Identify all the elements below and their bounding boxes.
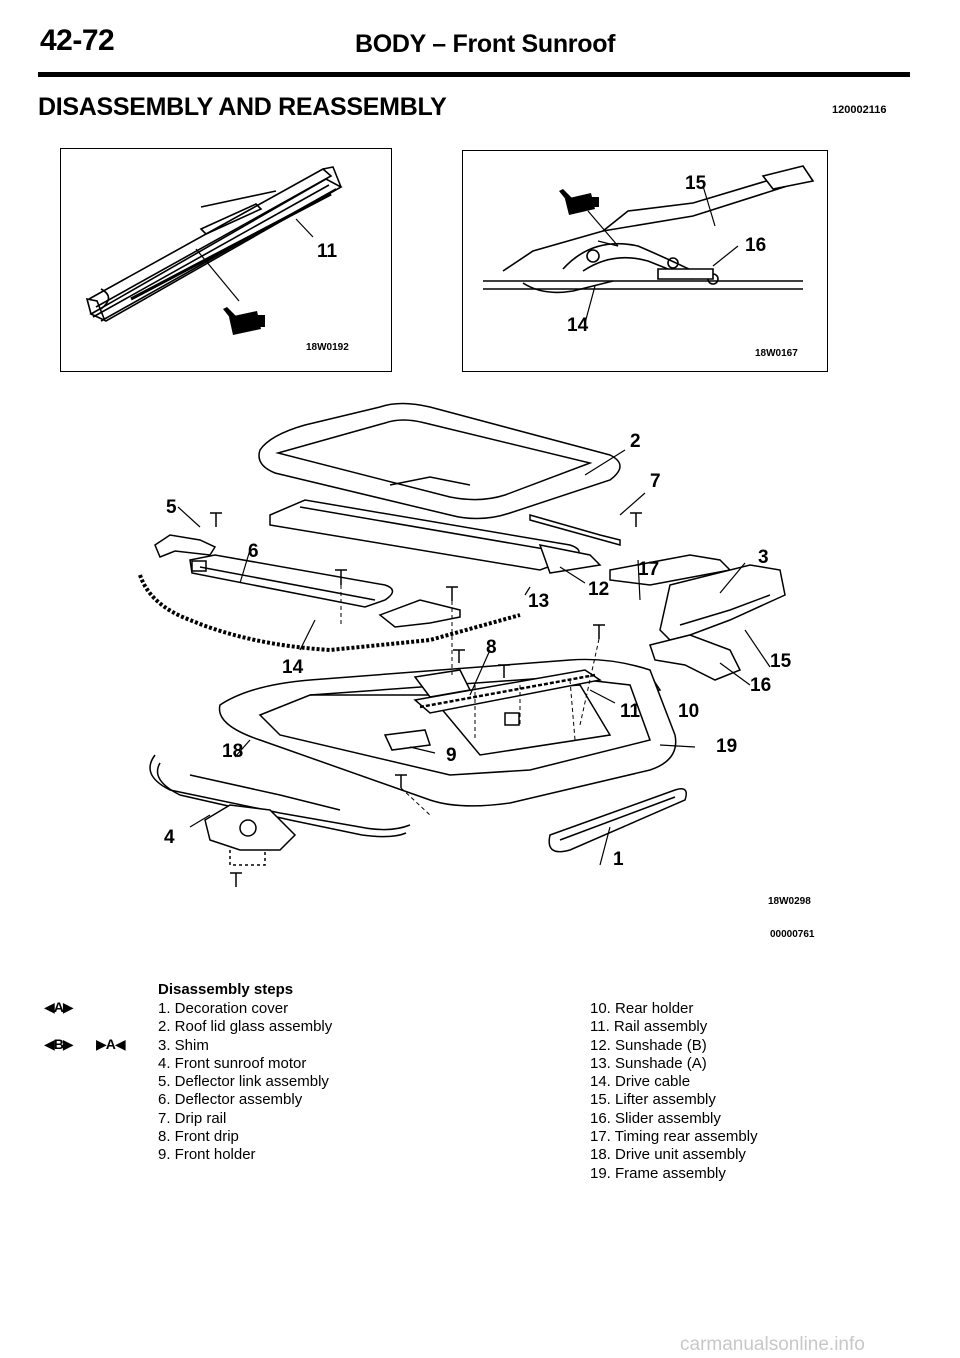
- callout-7: 7: [650, 471, 661, 492]
- figure-rail-assembly: 11: [60, 148, 392, 372]
- step-item: 14. Drive cable: [590, 1073, 691, 1091]
- callout-5: 5: [166, 497, 177, 518]
- callout-18: 18: [222, 741, 243, 762]
- service-marker-b: ◀B▶: [44, 1036, 74, 1052]
- document-code: 120002116: [832, 104, 887, 116]
- callout-11: 11: [317, 241, 338, 262]
- step-item: 7. Drip rail: [158, 1109, 227, 1127]
- callout-6: 6: [248, 541, 259, 562]
- figure-code-2: 18W0167: [755, 348, 798, 359]
- callout-10: 10: [678, 701, 699, 722]
- header-title: BODY – Front Sunroof: [355, 30, 616, 58]
- step-item: 16. Slider assembly: [590, 1109, 721, 1127]
- grease-icon: [223, 307, 265, 335]
- callout-11: 11: [620, 701, 641, 722]
- steps-list-left: 1. Decoration cover 2. Roof lid glass as…: [158, 1000, 332, 1165]
- callout-16: 16: [745, 235, 766, 256]
- callout-8: 8: [486, 637, 497, 658]
- callout-2: 2: [630, 431, 641, 452]
- figure-code-1: 18W0192: [306, 342, 349, 353]
- step-item: 13. Sunshade (A): [590, 1054, 707, 1072]
- lifter-slider-drawing: 15 16 14: [483, 165, 815, 336]
- callout-14: 14: [282, 657, 304, 678]
- step-item: 5. Deflector link assembly: [158, 1073, 329, 1091]
- step-item: 1. Decoration cover: [158, 1000, 289, 1017]
- callout-4: 4: [164, 827, 175, 848]
- page-number: 42-72: [40, 24, 115, 57]
- callout-12: 12: [588, 579, 609, 600]
- callout-9: 9: [446, 745, 457, 766]
- step-item: 12. Sunshade (B): [590, 1036, 707, 1054]
- step-item: 8. Front drip: [158, 1128, 239, 1146]
- callout-16: 16: [750, 675, 771, 696]
- step-item: 18. Drive unit assembly: [590, 1146, 746, 1164]
- figure-reference-code: 00000761: [770, 929, 815, 940]
- figure-lifter-slider: 15 16 14: [462, 150, 828, 372]
- step-item: 2. Roof lid glass assembly: [158, 1018, 333, 1036]
- callout-15: 15: [770, 651, 792, 672]
- step-item: 6. Deflector assembly: [158, 1091, 303, 1109]
- callout-1: 1: [613, 849, 624, 870]
- callout-13: 13: [528, 591, 549, 612]
- steps-list-right: 10. Rear holder 11. Rail assembly 12. Su…: [590, 1000, 758, 1183]
- step-item: 3. Shim: [158, 1036, 209, 1054]
- figure-code-3: 18W0298: [768, 896, 811, 907]
- service-marker-a-reassembly: ▶A◀: [96, 1036, 126, 1052]
- step-item: 10. Rear holder: [590, 1000, 694, 1017]
- figure-exploded-view: 2 7 5 6 3 17 12 13 8 14 15 16 11 10 18 9…: [130, 395, 820, 895]
- step-item: 9. Front holder: [158, 1146, 256, 1164]
- rail-assembly-drawing: 11: [85, 166, 343, 335]
- section-title: DISASSEMBLY AND REASSEMBLY: [38, 93, 447, 121]
- grease-icon: [559, 189, 599, 215]
- callout-14: 14: [567, 315, 589, 336]
- header-rule: [38, 72, 910, 77]
- step-item: 11. Rail assembly: [590, 1018, 708, 1036]
- steps-title: Disassembly steps: [158, 981, 294, 998]
- exploded-view-drawing: 2 7 5 6 3 17 12 13 8 14 15 16 11 10 18 9…: [138, 402, 792, 887]
- step-item: 4. Front sunroof motor: [158, 1054, 307, 1072]
- callout-19: 19: [716, 736, 737, 757]
- callout-15: 15: [685, 173, 707, 194]
- callout-17: 17: [638, 559, 659, 580]
- callout-3: 3: [758, 547, 769, 568]
- service-marker-a: ◀A▶: [44, 999, 74, 1015]
- step-item: 19. Frame assembly: [590, 1164, 726, 1182]
- step-item: 15. Lifter assembly: [590, 1091, 716, 1109]
- watermark: carmanualsonline.info: [680, 1334, 865, 1355]
- step-item: 17. Timing rear assembly: [590, 1128, 758, 1146]
